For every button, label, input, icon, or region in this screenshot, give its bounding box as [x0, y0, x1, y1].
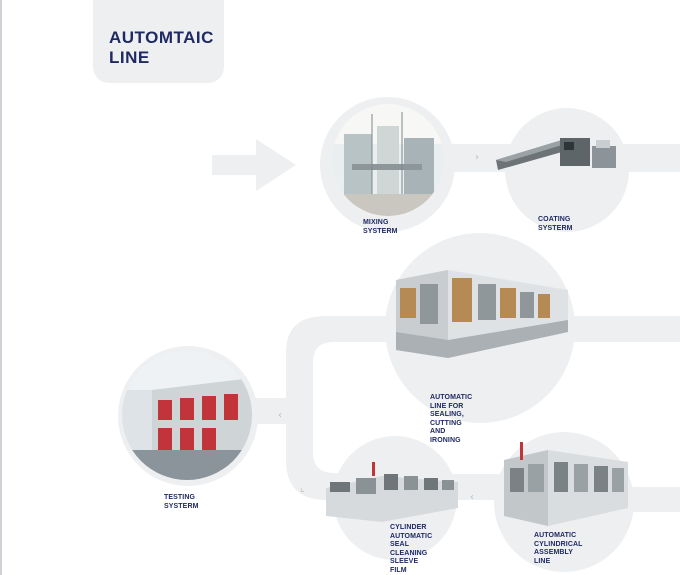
node-label: MIXING SYSTERM [363, 219, 398, 235]
title-card: AUTOMTAIC LINE [93, 0, 224, 83]
coating-system-photo [496, 138, 616, 170]
node-label: TESTING SYSTERM [164, 494, 199, 510]
chevron-right-icon: › [475, 152, 479, 163]
sealing-line-photo [396, 270, 568, 358]
chevron-left-icon: ‹ [278, 410, 282, 421]
node-label: COATING SYSTERM [538, 216, 573, 232]
cylinder-line-photo [326, 462, 458, 522]
testing-system-photo [122, 350, 252, 480]
mixing-system-photo [332, 104, 444, 216]
node-label: AUTOMATIC CYLINDRICAL ASSEMBLY LINE [534, 532, 583, 565]
node-label: AUTOMATIC LINE FOR SEALING, CUTTING AND … [430, 394, 473, 444]
node-disc [505, 108, 629, 232]
chevron-left-icon: ‹ [470, 492, 474, 503]
assembly-line-photo [504, 442, 628, 526]
start-arrow-icon [212, 139, 296, 191]
corner-icon: ⌞ [300, 483, 305, 494]
page-title: AUTOMTAIC LINE [109, 28, 214, 67]
left-rule [0, 0, 2, 575]
node-label: CYLINDER AUTOMATIC SEAL CLEANING SLEEVE … [390, 524, 433, 574]
